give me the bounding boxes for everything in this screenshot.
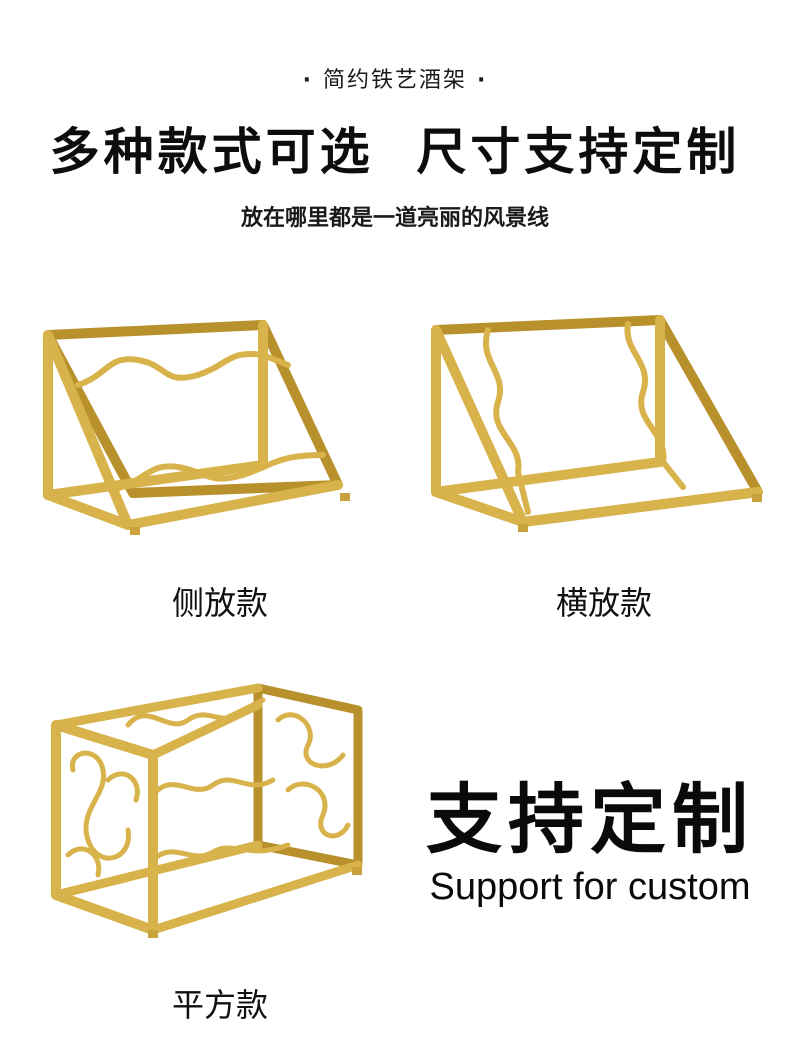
tagline-dot-left: ·: [302, 68, 313, 93]
product-label-side: 侧放款: [171, 584, 268, 622]
tagline-dot-right: ·: [477, 68, 488, 93]
tagline: · 简约铁艺酒架 ·: [0, 62, 790, 94]
horizontal-rack-image: [431, 315, 763, 532]
custom-subtitle: Support for custom: [429, 866, 751, 908]
headline: 多种款式可选 尺寸支持定制: [49, 123, 741, 181]
product-label-horizontal: 横放款: [555, 584, 652, 622]
product-label-flat: 平方款: [171, 986, 268, 1024]
subline: 放在哪里都是一道亮丽的风景线: [240, 206, 549, 231]
tagline-text: 简约铁艺酒架: [322, 68, 467, 93]
flat-rack-image: [51, 683, 363, 938]
side-rack-image: [43, 320, 350, 535]
custom-title: 支持定制: [426, 775, 754, 864]
